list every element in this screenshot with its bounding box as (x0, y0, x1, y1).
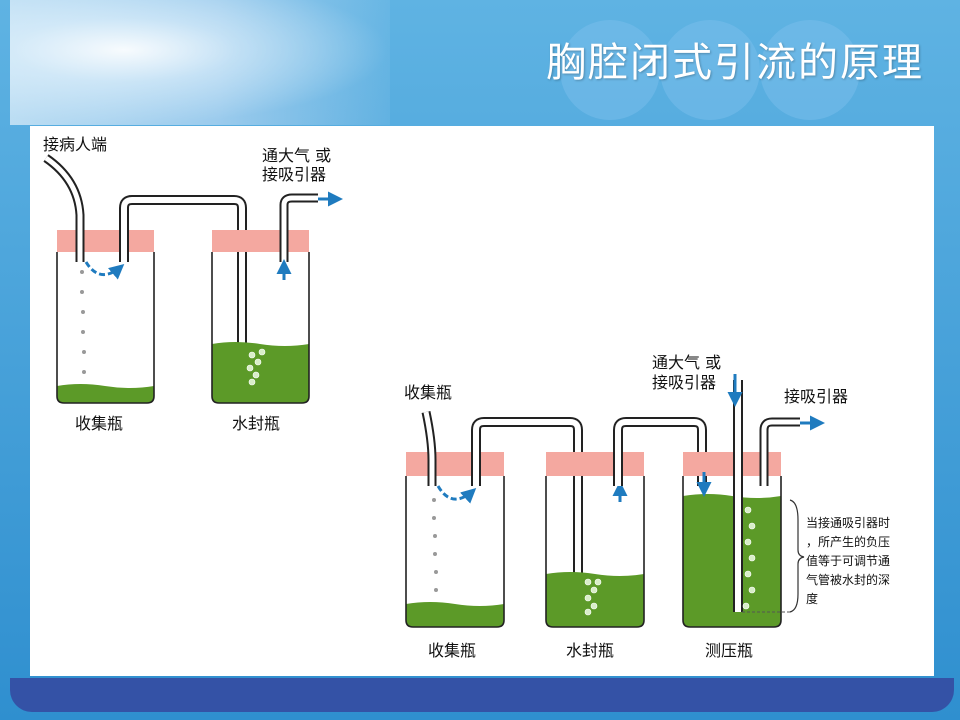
liquid (546, 572, 644, 627)
header-decorative-circles (560, 20, 860, 130)
top-diagram: 接病人端 通大气 或 接吸引器 收集瓶 水封瓶 (43, 135, 343, 433)
top-patient-label: 接病人端 (43, 135, 107, 154)
note-line: 值等于可调节通 (806, 553, 890, 568)
header-surgery-photo (10, 0, 390, 125)
top-collection-bottle (43, 154, 155, 404)
note-line: 度 (806, 591, 818, 606)
content-panel (30, 126, 934, 676)
top-vent-label-2: 接吸引器 (262, 165, 326, 184)
liquid (212, 342, 309, 403)
bottom-suction-label: 接吸引器 (784, 387, 848, 406)
footer-bar (10, 678, 954, 712)
bottom-diagram: 收集瓶 通大气 或 接吸引器 接吸引器 收集瓶 水封瓶 测压瓶 当接通吸引器时 … (404, 353, 890, 660)
bottom-vent-label-2: 接吸引器 (652, 373, 716, 392)
bubbles (584, 578, 602, 616)
stopper (406, 452, 504, 476)
stopper (212, 230, 309, 252)
top-bottle1-label: 收集瓶 (75, 414, 123, 433)
bottom-bottle1-label: 收集瓶 (428, 641, 476, 660)
slide-title: 胸腔闭式引流的原理 (546, 40, 924, 86)
liquid (406, 602, 504, 627)
bottom-collection-bottle (405, 411, 505, 628)
note-line: 当接通吸引器时 (806, 515, 890, 530)
liquid (683, 494, 781, 627)
drip-drops (432, 498, 438, 592)
bubbles (246, 348, 266, 386)
note-line: 气管被水封的深 (806, 572, 890, 587)
depth-note: 当接通吸引器时 ，所产生的负压 值等于可调节通 气管被水封的深 度 (806, 515, 890, 606)
stopper (57, 230, 154, 252)
bottom-bottle2-label: 水封瓶 (566, 641, 614, 660)
stopper (546, 452, 644, 476)
note-line: ，所产生的负压 (806, 534, 890, 549)
bottom-inlet-label: 收集瓶 (404, 383, 452, 402)
bottom-vent-label-1: 通大气 或 (652, 353, 721, 372)
liquid (57, 384, 154, 403)
bottom-manometer-bottle (682, 374, 825, 628)
drip-drops (80, 270, 86, 374)
bottom-water-seal-bottle (545, 452, 645, 628)
top-vent-label-1: 通大气 或 (262, 146, 331, 165)
bottom-bottle3-label: 测压瓶 (705, 641, 753, 660)
top-bottle2-label: 水封瓶 (232, 414, 280, 433)
bubbles (742, 506, 756, 610)
top-water-seal-bottle (211, 191, 343, 404)
